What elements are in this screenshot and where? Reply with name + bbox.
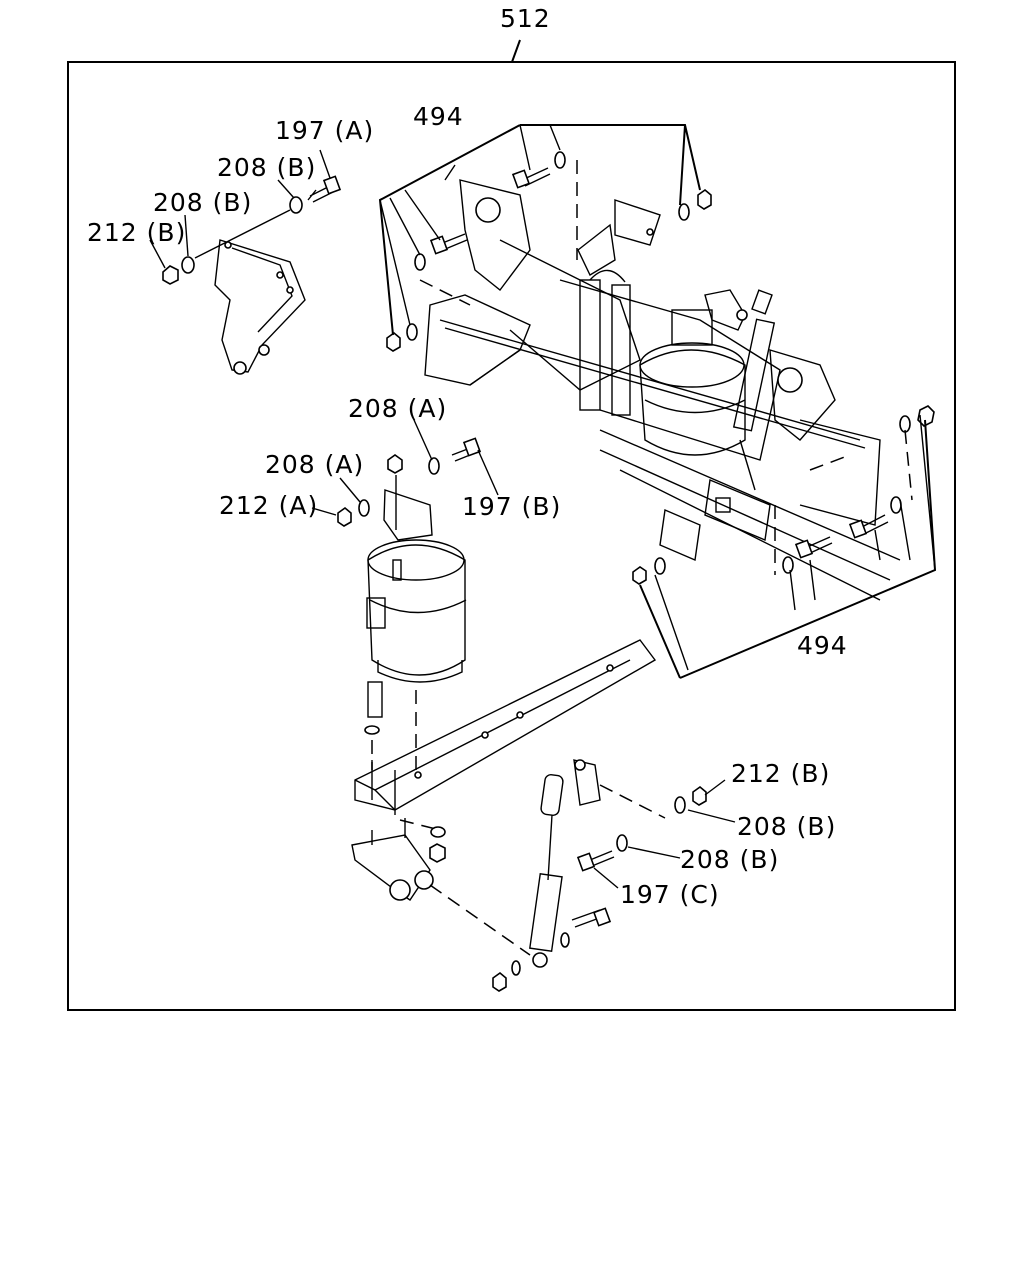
kit-494-leaders: [378, 124, 937, 679]
rear-hanger-bracket: [659, 349, 881, 562]
axle-crossmember-assembly: [424, 179, 901, 601]
label-197C: 197 (C): [620, 880, 720, 909]
label-208B-3: 208 (B): [737, 812, 837, 841]
label-212A: 212 (A): [219, 491, 319, 520]
label-212B-1: 212 (B): [87, 218, 187, 247]
label-197A: 197 (A): [275, 116, 375, 145]
lower-shackle-link: [351, 818, 434, 901]
rear-air-spring: [639, 309, 746, 456]
front-air-spring: [366, 539, 467, 683]
rear-fasteners: [386, 151, 935, 585]
front-hanger-bracket: [214, 239, 306, 375]
lower-dashed-guides: [429, 784, 666, 956]
lower-spring-channel: [354, 639, 657, 863]
bracket-fasteners-top-left: [162, 175, 342, 285]
label-208B-1: 208 (B): [217, 153, 317, 182]
rear-shock-absorber: [704, 289, 776, 491]
label-208B-4: 208 (B): [680, 845, 780, 874]
front-shock-absorber: [492, 759, 707, 992]
label-212B-2: 212 (B): [731, 759, 831, 788]
label-494-bottom: 494: [797, 631, 848, 660]
upper-dashed-guides: [419, 160, 913, 575]
label-208A-2: 208 (A): [265, 450, 365, 479]
assembly-frame: [67, 61, 956, 1011]
air-spring-upper-bracket: [337, 437, 482, 541]
label-208A-1: 208 (A): [348, 394, 448, 423]
label-512: 512: [500, 4, 551, 33]
label-494-top: 494: [413, 102, 464, 131]
label-197B: 197 (B): [462, 492, 562, 521]
assembly-leader: [511, 39, 521, 63]
callout-leaders: [149, 149, 736, 889]
label-208B-2: 208 (B): [153, 188, 253, 217]
